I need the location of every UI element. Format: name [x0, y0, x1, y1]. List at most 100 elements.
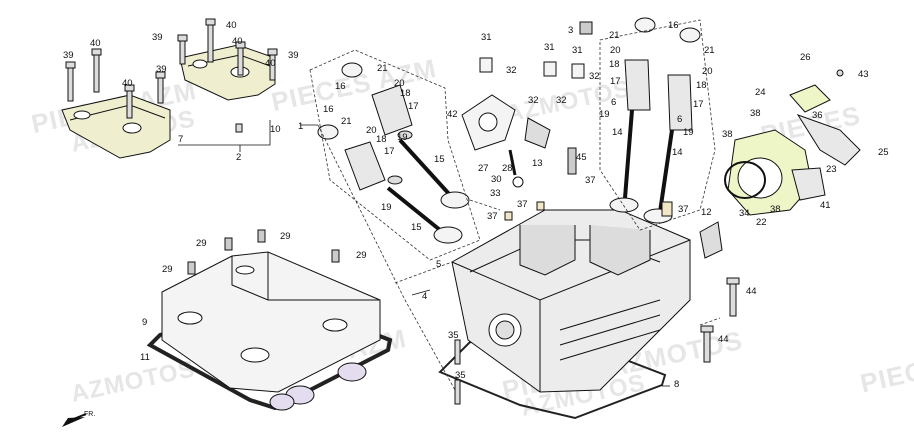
group-brackets [178, 120, 670, 387]
callout-18b: 18 [376, 134, 387, 145]
front-direction-label: FR. [84, 411, 95, 418]
callout-19: 19 [397, 132, 408, 143]
callout-16: 16 [335, 81, 346, 92]
callout-5: 5 [436, 259, 441, 270]
callout-8: 8 [674, 379, 679, 390]
callout-42: 42 [447, 109, 458, 120]
callout-15b: 15 [411, 222, 422, 233]
callout-19c: 19 [599, 109, 610, 120]
callout-19b: 19 [381, 202, 392, 213]
callout-44b: 44 [718, 334, 729, 345]
exhaust-valve-group [609, 17, 701, 224]
callout-17d: 17 [693, 99, 704, 110]
callout-15: 15 [434, 154, 445, 165]
cover-bolts [187, 229, 340, 275]
callout-37d: 37 [678, 204, 689, 215]
callout-6: 6 [611, 97, 616, 108]
callout-30: 30 [491, 174, 502, 185]
callout-40d: 40 [265, 58, 276, 69]
cylinder-head [438, 209, 691, 420]
callout-18: 18 [400, 88, 411, 99]
callout-39c: 39 [288, 50, 299, 61]
callout-14: 14 [612, 127, 623, 138]
callout-40b: 40 [226, 20, 237, 31]
callout-32: 32 [506, 65, 517, 76]
callout-16c: 16 [668, 20, 679, 31]
cylinder-head-cover [146, 251, 393, 411]
rocker-holder-left [61, 94, 171, 159]
tensioner-group [461, 21, 593, 221]
callout-37c: 37 [585, 175, 596, 186]
intake-valve-group [317, 62, 470, 244]
callout-41: 41 [820, 200, 831, 211]
callout-13: 13 [532, 158, 543, 169]
callout-4: 4 [422, 291, 427, 302]
callout-2: 2 [236, 152, 241, 163]
callout-3: 3 [568, 25, 573, 36]
callout-20: 20 [394, 78, 405, 89]
callout-40: 40 [90, 38, 101, 49]
callout-32d: 32 [589, 71, 600, 82]
callout-45: 45 [576, 152, 587, 163]
callout-31: 31 [481, 32, 492, 43]
callout-38: 38 [750, 108, 761, 119]
callout-32c: 32 [556, 95, 567, 106]
callout-18c: 18 [609, 59, 620, 70]
callout-18d: 18 [696, 80, 707, 91]
callout-38c: 38 [770, 204, 781, 215]
callout-38b: 38 [722, 129, 733, 140]
rocker-holder-right [179, 44, 276, 101]
head-cover [161, 251, 381, 393]
callout-7: 7 [178, 134, 183, 145]
callout-26: 26 [800, 52, 811, 63]
callout-32b: 32 [528, 95, 539, 106]
callout-21d: 21 [704, 45, 715, 56]
callout-39: 39 [152, 32, 163, 43]
front-direction-arrow: FR. [62, 411, 95, 427]
callout-35b: 35 [455, 370, 466, 381]
callout-16b: 16 [323, 104, 334, 115]
callout-17b: 17 [384, 146, 395, 157]
group-outlines [309, 19, 721, 391]
callout-31b: 31 [544, 42, 555, 53]
callout-17: 17 [408, 101, 419, 112]
callout-39b: 39 [63, 50, 74, 61]
callout-28: 28 [502, 163, 513, 174]
callout-29: 29 [196, 238, 207, 249]
sensor-group [454, 221, 740, 405]
callout-21b: 21 [341, 116, 352, 127]
callout-20c: 20 [610, 45, 621, 56]
callout-33: 33 [490, 188, 501, 199]
callout-29d: 29 [356, 250, 367, 261]
callout-14b: 14 [672, 147, 683, 158]
callout-23: 23 [826, 164, 837, 175]
callout-39d: 39 [156, 64, 167, 75]
callout-35: 35 [448, 330, 459, 341]
callout-19d: 19 [683, 127, 694, 138]
callout-40c: 40 [232, 36, 243, 47]
callout-36: 36 [812, 110, 823, 121]
callout-44: 44 [746, 286, 757, 297]
callout-29c: 29 [162, 264, 173, 275]
callout-40e: 40 [122, 78, 133, 89]
callout-20d: 20 [702, 66, 713, 77]
callout-27: 27 [478, 163, 489, 174]
callout-24: 24 [755, 87, 766, 98]
callout-20b: 20 [366, 125, 377, 136]
callout-21: 21 [377, 63, 388, 74]
callout-37: 37 [487, 211, 498, 222]
callout-37b: 37 [517, 199, 528, 210]
callout-22: 22 [756, 217, 767, 228]
callout-9: 9 [142, 317, 147, 328]
throttle-body-group [724, 69, 861, 216]
callout-34: 34 [739, 208, 750, 219]
callout-25: 25 [878, 147, 889, 158]
callout-29b: 29 [280, 231, 291, 242]
callout-6b: 6 [677, 114, 682, 125]
callout-1: 1 [298, 121, 303, 132]
holder-bolts [65, 18, 278, 133]
callout-17c: 17 [610, 76, 621, 87]
part-callouts: 1 2 3 4 5 6 6 7 8 9 10 11 12 13 14 14 15… [63, 20, 889, 390]
callout-12: 12 [701, 207, 712, 218]
